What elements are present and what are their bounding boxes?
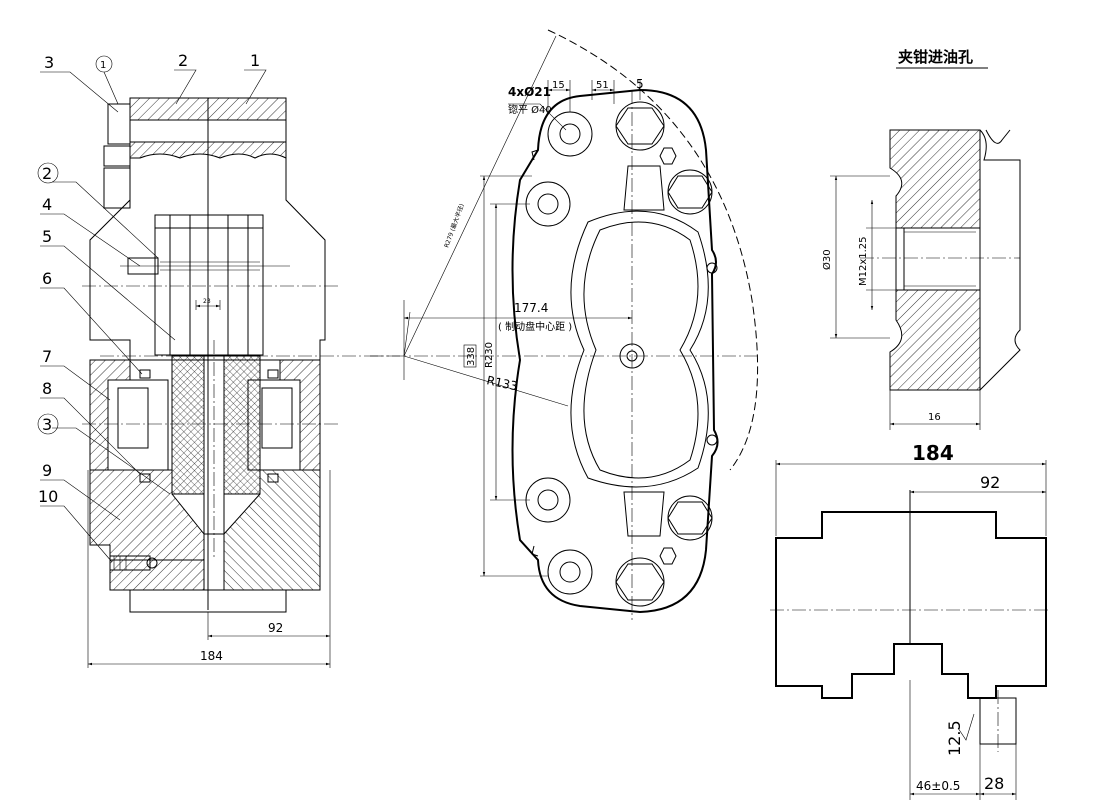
dim-5: 5 (636, 77, 644, 91)
dim-92-section: 92 (268, 621, 283, 635)
dim-23: 23 (203, 298, 211, 305)
dim-boss-width: 28 (984, 774, 1004, 793)
spotface-note: 锪平 Ø40 (508, 103, 552, 116)
port-dia: Ø30 (821, 249, 833, 270)
dim-r279: R279 (最大半径) (442, 203, 465, 249)
hole-spec: 4xØ21 (508, 85, 551, 99)
part-label-7: 7 (42, 347, 52, 366)
part-label-6: 6 (42, 269, 52, 288)
part-label-8: 8 (42, 379, 52, 398)
top-view: 184 92 12.5 46±0.5 28 (770, 441, 1050, 800)
dim-15: 15 (552, 80, 565, 91)
dim-51: 51 (596, 80, 609, 91)
circled-label-1: 1 (100, 60, 106, 71)
dim-r133: R133 (485, 373, 518, 393)
dim-177-4-note: ( 制动盘中心距 ) (498, 320, 572, 333)
port-thread: M12x1.25 (858, 236, 869, 286)
part-label-3: 3 (44, 53, 54, 72)
port-depth: 16 (928, 412, 941, 423)
part-label-5: 5 (42, 227, 52, 246)
dim-r230: R230 (484, 342, 495, 368)
circled-label-2: 2 (42, 164, 52, 183)
dim-177-4: 177.4 (514, 301, 548, 315)
part-label-4: 4 (42, 195, 52, 214)
dim-184-section: 184 (200, 649, 223, 663)
part-label-2: 2 (178, 51, 188, 70)
part-label-1: 1 (250, 51, 260, 70)
port-detail-title: 夹钳进油孔 (898, 48, 973, 66)
dim-offset: 46±0.5 (916, 779, 960, 793)
top-view-half-width: 92 (980, 473, 1000, 492)
circled-label-3: 3 (42, 415, 52, 434)
port-detail: 夹钳进油孔 Ø30 M12x1.25 16 (821, 48, 1021, 430)
top-view-overall-width: 184 (912, 441, 954, 465)
section-view: 23 (37, 51, 400, 668)
front-view: 177.4 ( 制动盘中心距 ) 338 R230 R133 R279 (最大半… (370, 29, 760, 620)
part-label-10: 10 (38, 487, 58, 506)
dim-338: 338 (466, 347, 477, 366)
part-label-9: 9 (42, 461, 52, 480)
surface-finish: 12.5 (945, 720, 964, 756)
